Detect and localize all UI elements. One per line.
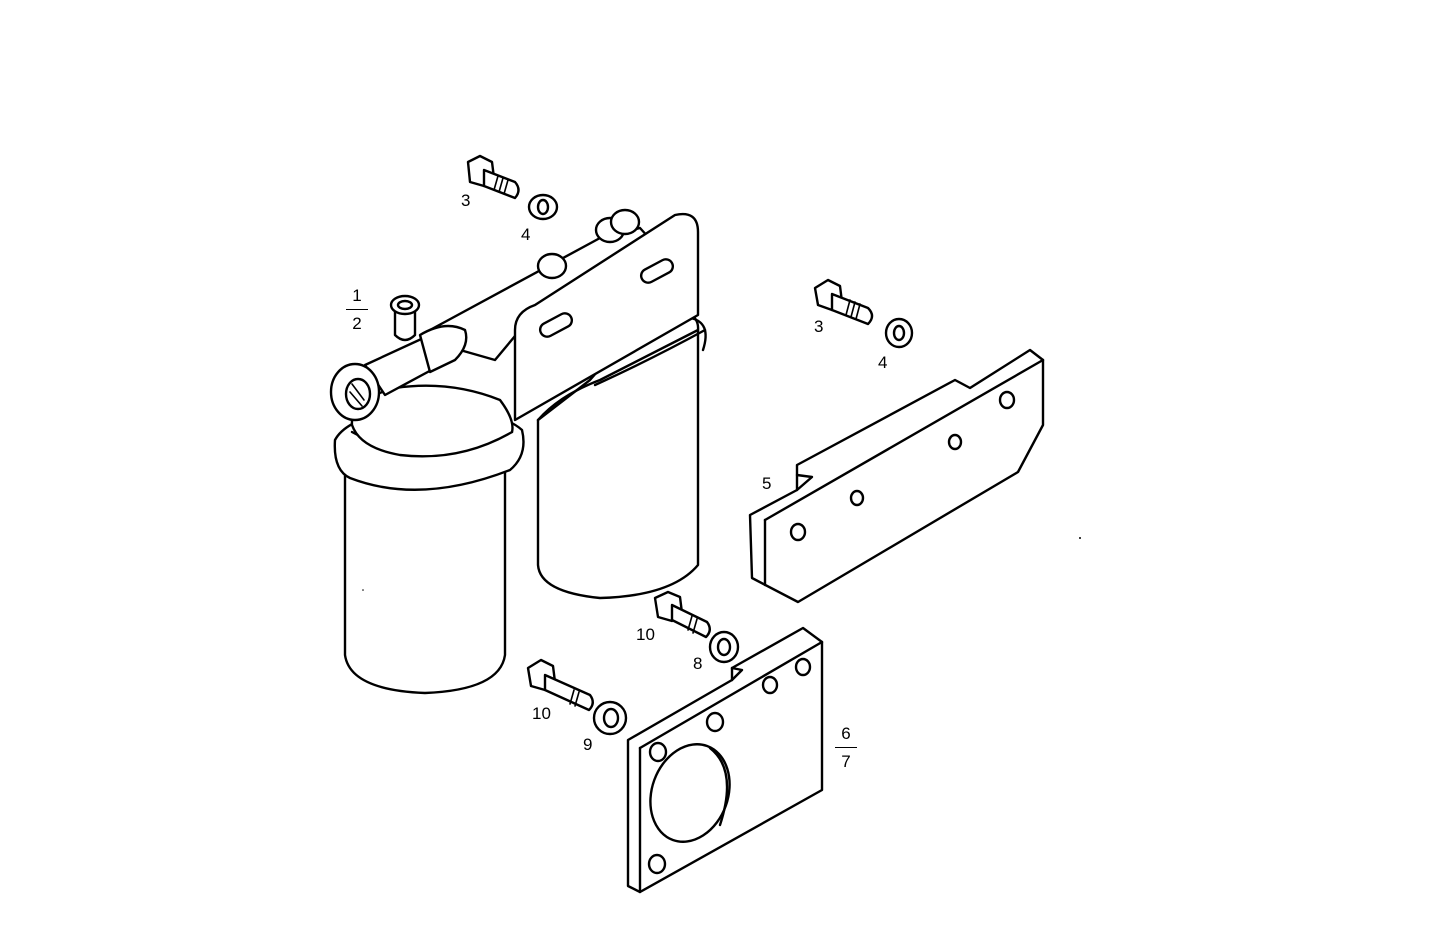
mounting-bracket bbox=[748, 348, 1045, 604]
callout-3-upper: 3 bbox=[461, 191, 471, 210]
washer-upper bbox=[527, 193, 559, 221]
callout-7: 7 bbox=[841, 752, 851, 771]
filter-canister-left bbox=[333, 384, 525, 695]
callout-4-upper: 4 bbox=[521, 225, 531, 244]
callout-2: 2 bbox=[352, 314, 362, 333]
callout-5: 5 bbox=[762, 474, 772, 493]
callout-4-right: 4 bbox=[878, 353, 888, 372]
callout-6-7: 6 7 bbox=[835, 724, 857, 772]
callout-1: 1 bbox=[346, 286, 368, 310]
washer-right bbox=[884, 317, 914, 349]
callout-1-2: 1 2 bbox=[346, 286, 368, 334]
callout-10-upper: 10 bbox=[636, 625, 655, 644]
head-bracket-plate bbox=[513, 212, 700, 422]
bolt-upper-plate bbox=[653, 590, 711, 639]
adapter-plate bbox=[626, 626, 824, 894]
callout-9: 9 bbox=[583, 735, 593, 754]
callout-8: 8 bbox=[693, 654, 703, 673]
washer-8 bbox=[708, 630, 740, 664]
bolt-right bbox=[813, 278, 874, 326]
callout-6: 6 bbox=[835, 724, 857, 748]
inlet-fitting bbox=[329, 294, 468, 422]
callout-10-lower: 10 bbox=[532, 704, 551, 723]
bolt-lower-plate bbox=[526, 658, 594, 712]
bolt-upper bbox=[466, 154, 520, 200]
washer-9 bbox=[592, 700, 628, 736]
callout-3-right: 3 bbox=[814, 317, 824, 336]
